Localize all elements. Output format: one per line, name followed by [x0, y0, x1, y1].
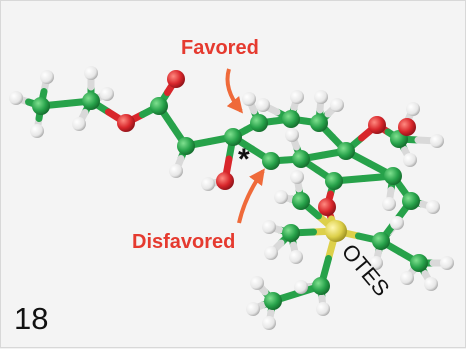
silicon-atom: [325, 220, 347, 242]
carbon-atom: [224, 128, 242, 146]
carbon-atom: [410, 254, 428, 272]
carbon-atom: [372, 232, 390, 250]
hydrogen-atom: [242, 92, 256, 106]
hydrogen-atom: [100, 87, 114, 101]
favored-arrow: [225, 68, 244, 114]
hydrogen-atom: [274, 190, 288, 204]
hydrogen-atom: [289, 250, 303, 264]
carbon-atom: [32, 97, 50, 115]
carbon-atom: [177, 137, 195, 155]
hydrogen-atom: [400, 271, 414, 285]
hydrogen-atom: [290, 170, 304, 184]
oxygen-atom: [167, 70, 185, 88]
carbon-atom: [82, 92, 100, 110]
hydrogen-atom: [262, 316, 276, 330]
hydrogen-atom: [201, 177, 215, 191]
oxygen-atom: [368, 116, 386, 134]
hydrogen-atom: [440, 256, 454, 270]
hydrogen-atom: [406, 102, 420, 116]
hydrogen-atom: [285, 128, 299, 142]
hydrogen-atom: [369, 256, 383, 270]
hydrogen-atom: [426, 200, 440, 214]
carbon-atom: [337, 142, 355, 160]
oxygen-atom: [318, 198, 336, 216]
oxygen-atom: [117, 114, 135, 132]
disfavored-arrow: [237, 168, 265, 224]
disfavored-label: Disfavored: [132, 231, 236, 253]
hydrogen-atom: [264, 246, 278, 260]
hydrogen-atom: [9, 91, 23, 105]
hydrogen-atom: [30, 124, 44, 138]
carbon-atom: [282, 110, 300, 128]
hydrogen-atom: [40, 70, 54, 84]
carbon-atom: [310, 114, 328, 132]
carbon-atom: [325, 172, 343, 190]
hydrogen-atom: [390, 216, 404, 230]
hydrogen-atom: [84, 66, 98, 80]
favored-label: Favored: [181, 37, 259, 59]
oxygen-atom: [216, 172, 234, 190]
hydrogen-atom: [290, 90, 304, 104]
carbon-atom: [262, 152, 280, 170]
hydrogen-atom: [72, 117, 86, 131]
compound-number: 18: [14, 301, 49, 336]
carbon-atom: [250, 114, 268, 132]
hydrogen-atom: [250, 276, 264, 290]
stereocenter-marker: *: [238, 143, 250, 176]
hydrogen-atom: [330, 98, 344, 112]
oxygen-atom: [398, 118, 416, 136]
hydrogen-atom: [316, 302, 330, 316]
carbon-atom: [402, 192, 420, 210]
hydrogen-atom: [246, 302, 260, 316]
hydrogen-atom: [430, 134, 444, 148]
hydrogen-atom: [256, 98, 270, 112]
hydrogen-atom: [169, 164, 183, 178]
hydrogen-atom: [314, 90, 328, 104]
carbon-atom: [292, 192, 310, 210]
hydrogen-atom: [294, 280, 308, 294]
hydrogen-atom: [424, 277, 438, 291]
carbon-atom: [282, 224, 300, 242]
carbon-atom: [312, 277, 330, 295]
carbon-atom: [292, 150, 310, 168]
hydrogen-atom: [403, 153, 417, 167]
hydrogen-atom: [262, 220, 276, 234]
carbon-atom: [264, 292, 282, 310]
carbon-atom: [384, 167, 402, 185]
carbon-atom: [150, 97, 168, 115]
hydrogen-atom: [382, 197, 396, 211]
